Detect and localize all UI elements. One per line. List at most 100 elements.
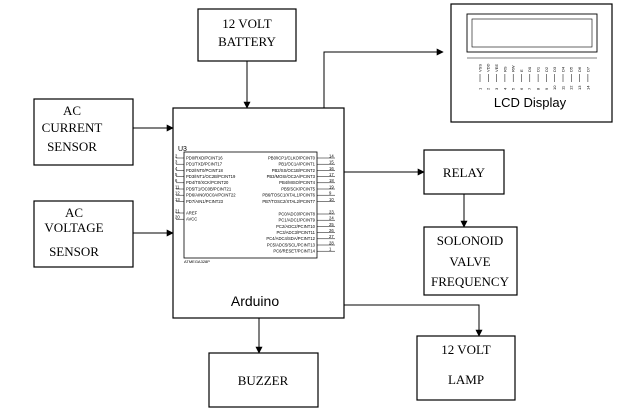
lcd-pin-name: D5: [569, 66, 574, 72]
chip-pin-name: PC2/ADC2/PCINT10: [276, 224, 316, 229]
chip-pin-name: PB5/SCK/PCINT5: [281, 186, 315, 191]
valve-label-line2: VALVE: [449, 254, 490, 269]
chip-ref-label: U3: [178, 146, 187, 153]
chip-pin-number: 25: [329, 222, 334, 227]
lcd-pin-name: D1: [536, 66, 541, 72]
connections: [133, 48, 483, 354]
lcd-pin-number: 11: [560, 85, 565, 90]
lcd-pin-number: 12: [569, 85, 574, 90]
valve-label-line3: FREQUENCY: [431, 274, 510, 289]
valve-block: SOLONOID VALVE FREQUENCY: [423, 226, 518, 296]
battery-label-line2: BATTERY: [218, 34, 276, 49]
buzzer-block: BUZZER: [208, 352, 319, 408]
chip-pin-name: PD5/T1/OC0B/PCINT21: [186, 186, 232, 191]
current-sensor-label-line2: CURRENT: [42, 120, 103, 135]
chip-pin-number: 27: [329, 234, 334, 239]
battery-block: 12 VOLT BATTERY: [197, 8, 297, 62]
lcd-pin-name: D4: [560, 66, 565, 72]
lcd-pin-number: 2: [486, 87, 491, 90]
chip-pin-number: 11: [175, 184, 180, 189]
chip-pin-name: AREF: [186, 210, 198, 215]
chip-pin-name: PC5/ADC5/SCL/PCINT13: [267, 242, 316, 247]
lcd-pin-name: VDD: [486, 63, 491, 72]
chip-pin-number: 5: [175, 172, 178, 177]
valve-label-line1: SOLONOID: [437, 233, 503, 248]
current-sensor-block: AC CURRENT SENSOR: [33, 98, 134, 166]
chip-pin-name: PC4/ADC4/SDA/PCINT12: [266, 236, 315, 241]
chip-pin-name: PD6/AIN0/OC0A/PCINT22: [186, 193, 236, 198]
chip-pin-name: PB6/TOSC1/XTAL1/PCINT6: [262, 193, 315, 198]
lcd-pin-number: 10: [552, 85, 557, 90]
chip-pin-number: 19: [329, 184, 334, 189]
lcd-pin-name: D0: [527, 66, 532, 72]
lcd-pin-number: 6: [519, 87, 524, 90]
arduino-to-lamp-arrow: [344, 304, 483, 337]
chip-pin-number: 14: [329, 153, 334, 158]
voltage-sensor-label-line3: SENSOR: [49, 244, 99, 259]
battery-label-line1: 12 VOLT: [222, 16, 272, 31]
chip-pin-number: 12: [175, 191, 180, 196]
chip-pin-number: 21: [175, 208, 180, 213]
lcd-pin-number: 3: [494, 87, 499, 90]
lcd-screen-inner: [471, 18, 593, 48]
chip-pin-number: 6: [175, 178, 178, 183]
lcd-screen: [466, 13, 598, 53]
chip-pin-number: 20: [175, 215, 180, 220]
chip-pin-number: 24: [329, 216, 334, 221]
lcd-pin-name: D7: [585, 66, 590, 72]
chip-pin-name: PB1/OC1A/PCINT1: [278, 162, 315, 167]
chip-pin-name: PD0/RXD/PCINT16: [186, 155, 223, 160]
lcd-pin-name: RS: [502, 66, 507, 72]
lcd-pin-number: 7: [527, 87, 532, 90]
lcd-pin-header: VSS1VDD2VEE3RS4RW5E6D07D18D29D310D411D51…: [477, 63, 590, 90]
chip-pin-number: 28: [329, 240, 334, 245]
chip-pin-name: PB7/TOSC2/XTAL2/PCINT7: [262, 199, 315, 204]
chip-pin-name: PC0/ADC0/PCINT8: [278, 211, 315, 216]
chip-pin-number: 13: [175, 197, 180, 202]
chip-pin-number: 15: [329, 160, 334, 165]
lcd-pin-number: 13: [577, 85, 582, 90]
chip-pin-name: PD7/AIN1/PCINT23: [186, 199, 224, 204]
voltage-sensor-label-line2: VOLTAGE: [44, 220, 103, 235]
chip-pin-number: 4: [175, 166, 178, 171]
lcd-pin-number: 1: [477, 87, 482, 90]
mcu-chip-outline: [183, 151, 318, 259]
lcd-pin-name: D2: [544, 66, 549, 72]
lcd-pin-number: 14: [585, 85, 590, 90]
chip-pin-name: PC3/ADC3/PCINT11: [276, 230, 315, 235]
chip-pin-number: 23: [329, 209, 334, 214]
chip-pin-name: PB2/SS/OC1B/PCINT2: [272, 168, 316, 173]
lcd-pin-name: D6: [577, 66, 582, 72]
chip-pin-name: PC1/ADC1/PCINT9: [278, 218, 315, 223]
chip-pin-name: PD3/INT1/OC2B/PCINT19: [186, 174, 236, 179]
lcd-pin-number: 5: [511, 87, 516, 90]
chip-pin-number: 17: [329, 172, 334, 177]
relay-block: RELAY: [423, 149, 505, 195]
lamp-block: 12 VOLT LAMP: [416, 335, 516, 401]
current-sensor-label-line1: AC: [63, 103, 81, 118]
chip-pin-number: 3: [175, 160, 178, 165]
chip-pin-name: PC6/RESET/PCINT14: [273, 249, 315, 254]
lcd-pin-name: RW: [511, 65, 516, 72]
chip-pin-name: PD2/INT0/PCINT18: [186, 168, 223, 173]
buzzer-label: BUZZER: [238, 373, 289, 388]
lcd-pin-name: VEE: [494, 64, 499, 72]
chip-pin-number: 18: [329, 178, 334, 183]
lcd-pin-name: D3: [552, 66, 557, 72]
chip-pin-name: PD1/TXD/PCINT17: [186, 162, 223, 167]
voltage-sensor-block: AC VOLTAGE SENSOR: [33, 200, 134, 268]
current-sensor-label-line3: SENSOR: [47, 139, 97, 154]
chip-pin-number: 26: [329, 228, 334, 233]
lcd-pin-number: 9: [544, 87, 549, 90]
arduino-label: Arduino: [231, 293, 279, 309]
chip-pin-number: 1: [329, 247, 332, 252]
chip-pin-name: PD4/T0/XCK/PCINT20: [186, 180, 229, 185]
chip-pin-number: 16: [329, 166, 334, 171]
chip-pin-number: 10: [329, 197, 334, 202]
lamp-label-line1: 12 VOLT: [441, 342, 491, 357]
lcd-pin-name: E: [519, 69, 524, 72]
relay-label: RELAY: [443, 165, 486, 180]
